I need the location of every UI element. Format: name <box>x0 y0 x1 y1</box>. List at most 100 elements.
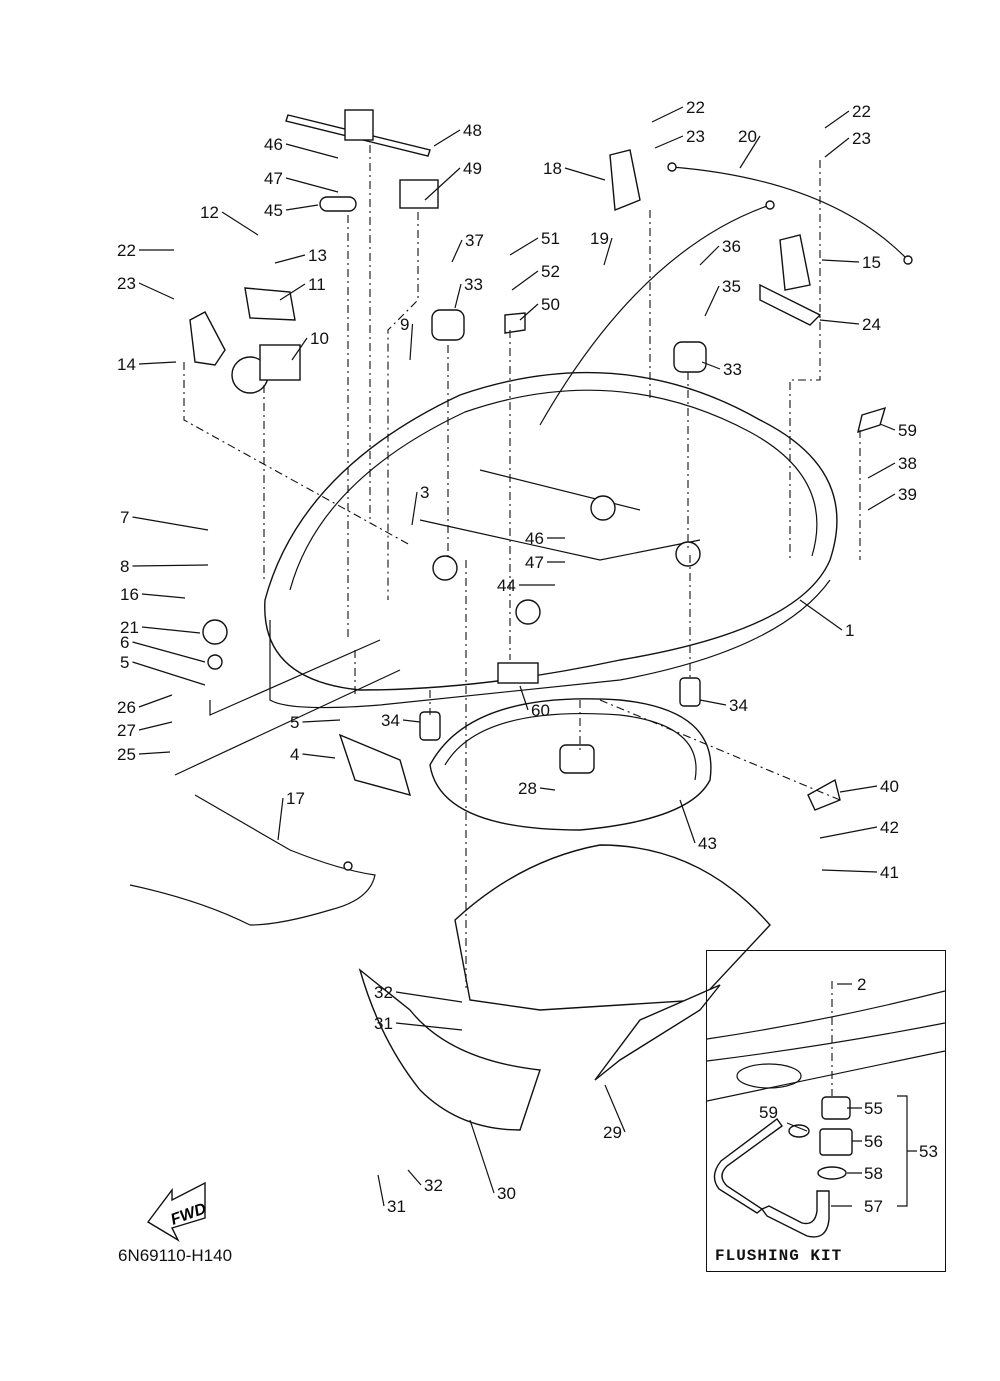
callout-46b: 46 <box>525 529 544 548</box>
callout-2: 2 <box>857 975 866 994</box>
leader-line-17 <box>277 797 284 841</box>
callout-26: 26 <box>117 698 136 717</box>
flushing-kit-inset: 2 55 56 58 57 59 53 FLUSHING KIT <box>706 950 946 1272</box>
leader-line-42 <box>819 826 878 839</box>
leader-line-8 <box>132 564 209 567</box>
cable-20 <box>671 166 909 261</box>
callout-50: 50 <box>541 295 560 314</box>
callout-51: 51 <box>541 229 560 248</box>
callout-33: 33 <box>464 275 483 294</box>
leader-line-25 <box>138 751 171 755</box>
leader-line-28 <box>539 787 556 791</box>
callout-46: 46 <box>264 135 283 154</box>
leader-line-40 <box>839 785 878 793</box>
leader-line-5b <box>302 719 341 723</box>
callout-43: 43 <box>698 834 717 853</box>
leader-line-47 <box>285 177 339 193</box>
clip-50 <box>504 312 526 334</box>
leader-line-21 <box>141 626 201 634</box>
callout-23: 23 <box>117 274 136 293</box>
callout-38: 38 <box>898 454 917 473</box>
leader-line-37 <box>451 239 463 263</box>
callout-54: 55 <box>864 1099 883 1118</box>
callout-53: 53 <box>919 1142 938 1161</box>
callout-32: 32 <box>374 983 393 1002</box>
callout-18: 18 <box>543 159 562 178</box>
leader-line-10 <box>291 337 308 361</box>
callout-23b: 23 <box>686 127 705 146</box>
leader-line-23 <box>138 282 175 300</box>
callout-35: 35 <box>722 277 741 296</box>
callout-31: 31 <box>374 1014 393 1033</box>
leader-line-33 <box>454 283 462 309</box>
leader-line-49 <box>424 167 461 201</box>
leader-line-41 <box>821 869 878 873</box>
flushing-kit-title: FLUSHING KIT <box>715 1247 843 1265</box>
leader-line-20 <box>739 135 761 169</box>
callout-22: 22 <box>117 241 136 260</box>
callout-58: 59 <box>759 1103 778 1122</box>
bracket-4 <box>338 733 412 797</box>
bracket-11 <box>244 287 296 321</box>
callout-19: 19 <box>590 229 609 248</box>
callout-57: 58 <box>864 1164 883 1183</box>
callout-13: 13 <box>308 246 327 265</box>
clip-40 <box>807 778 841 811</box>
hose-56 <box>760 1190 830 1238</box>
side-cover-part <box>358 968 541 1131</box>
leader-line-12 <box>221 211 259 236</box>
grommet-28 <box>559 744 595 774</box>
leader-line-15 <box>821 259 860 263</box>
leader-line-22b <box>651 106 684 123</box>
plate-45 <box>319 196 357 212</box>
leader-line-27 <box>138 721 173 731</box>
lower-cover-part <box>454 844 771 1011</box>
callout-34b: 34 <box>729 696 748 715</box>
cable-19 <box>539 204 771 426</box>
nut-55 <box>819 1128 853 1156</box>
callout-37: 37 <box>465 231 484 250</box>
callout-17: 17 <box>286 789 305 808</box>
callout-24: 24 <box>862 315 881 334</box>
callout-33b: 33 <box>723 360 742 379</box>
leader-line-46 <box>285 143 339 159</box>
callout-30: 30 <box>497 1184 516 1203</box>
leader-line-60 <box>519 685 529 711</box>
latch-18 <box>609 149 641 211</box>
leader-line-30 <box>469 1119 495 1194</box>
callout-22c: 22 <box>852 102 871 121</box>
callout-1: 1 <box>845 621 854 640</box>
leader-line-4 <box>302 753 336 759</box>
adapter-54 <box>821 1096 851 1120</box>
leader-line-22c <box>824 110 850 129</box>
callout-22b: 22 <box>686 98 705 117</box>
drawing-code: 6N69110-H140 <box>118 1246 233 1265</box>
latch-15 <box>779 234 811 291</box>
callout-32b: 32 <box>424 1176 443 1195</box>
callout-47: 47 <box>264 169 283 188</box>
spring-21 <box>202 619 228 645</box>
grommet-10 <box>231 344 301 394</box>
leader-line-1 <box>799 599 843 631</box>
callout-36: 36 <box>722 237 741 256</box>
callout-27: 27 <box>117 721 136 740</box>
leader-line-39 <box>867 493 896 511</box>
leader-line-9 <box>409 323 414 361</box>
leader-line-29 <box>604 1084 626 1133</box>
leader-line-19 <box>603 237 613 266</box>
leader-line-6 <box>132 641 206 663</box>
leader-line-32 <box>395 991 463 1003</box>
callout-55: 56 <box>864 1132 883 1151</box>
leader-line-35 <box>704 285 720 317</box>
leader-line-11 <box>279 283 306 301</box>
callout-59: 59 <box>898 421 917 440</box>
leader-line-31 <box>395 1022 463 1031</box>
washer-6 <box>207 654 223 670</box>
leader-line-23c <box>824 137 850 158</box>
callout-49: 49 <box>463 159 482 178</box>
leader-line-33b <box>701 361 721 370</box>
leader-line-16 <box>141 593 186 599</box>
callout-44: 44 <box>497 576 516 595</box>
leader-line-34b <box>699 699 727 706</box>
leader-line-24 <box>819 319 860 325</box>
